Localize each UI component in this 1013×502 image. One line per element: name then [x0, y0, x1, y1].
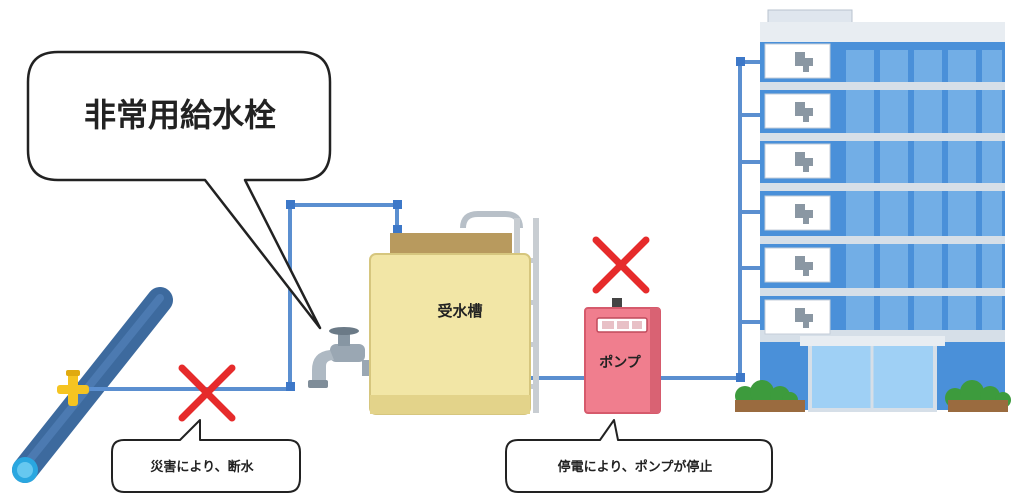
pump-label: ポンプ [599, 355, 641, 371]
pump-stop-note: 停電により、ポンプが停止 [557, 460, 713, 475]
cross-mark-icon [178, 364, 236, 422]
valve-icon [57, 370, 89, 406]
pipe-joints [286, 57, 745, 391]
office-building [735, 9, 1011, 412]
callout-title: 非常用給水栓 [83, 96, 276, 134]
faucet-icon [308, 327, 376, 388]
cross-mark-icon [592, 236, 650, 294]
tank-label: 受水槽 [437, 302, 483, 320]
callout-bubble [26, 50, 332, 330]
pump-unit [584, 298, 661, 414]
receiving-tank [369, 211, 539, 415]
water-cut-note: 災害により、断水 [150, 460, 254, 475]
main-water-pipe [12, 287, 173, 483]
note-bubble-pump-stop [505, 419, 773, 493]
note-bubble-water-cut [111, 419, 301, 493]
